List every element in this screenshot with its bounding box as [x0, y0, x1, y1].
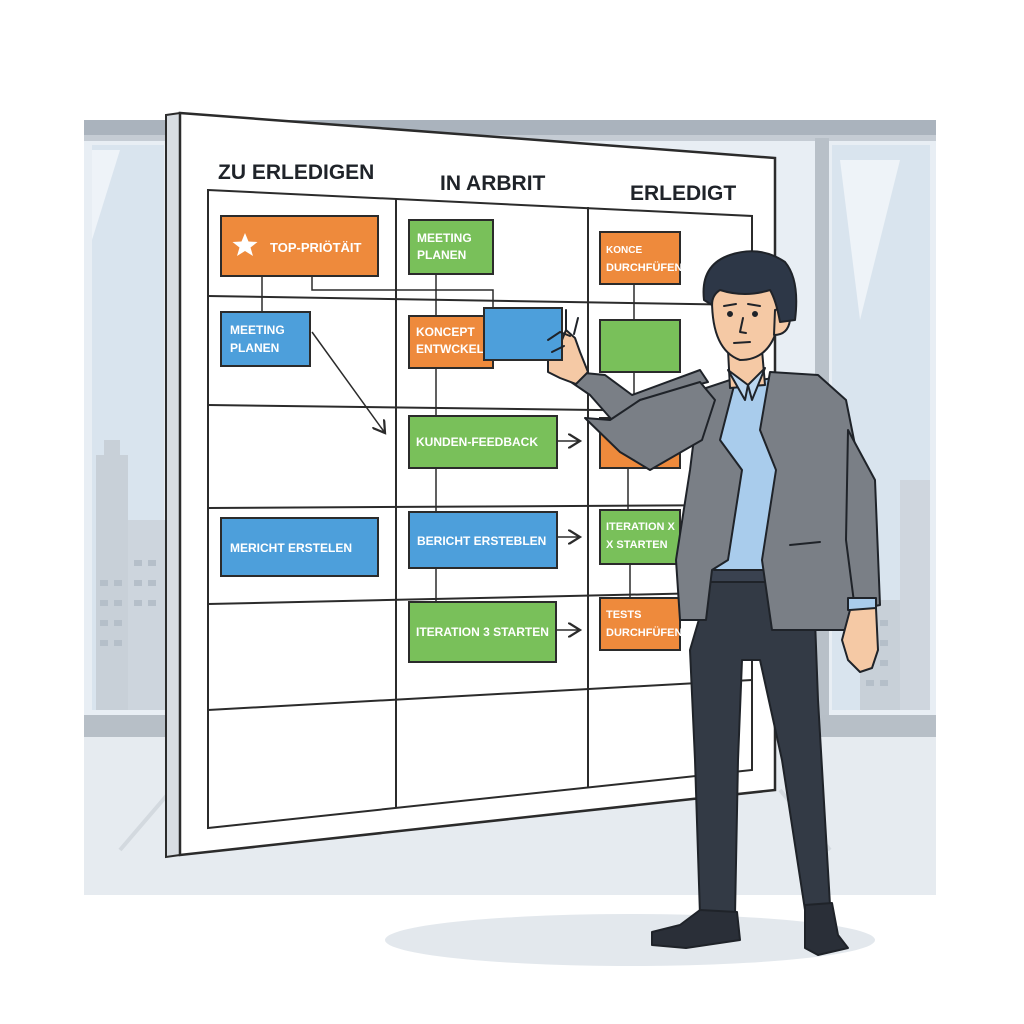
card-label: BERICHT ERSTEBLEN	[417, 534, 546, 548]
card-label-line2: ENTWCKELN	[416, 342, 493, 356]
column-title-done: ERLEDIGT	[630, 182, 736, 205]
card-label: TOP-PRIÖTÄIT	[270, 240, 362, 255]
card-label-line2: PLANEN	[230, 341, 279, 355]
card-meeting-planen-todo[interactable]: MEETING PLANEN	[220, 311, 311, 367]
card-label-line1: KONCEPT	[416, 325, 475, 339]
card-iteration-x-starten[interactable]: ITERATION X X STARTEN	[599, 509, 681, 565]
card-bericht-erstellen[interactable]: BERICHT ERSTEBLEN	[408, 511, 558, 569]
card-label-line1: MEETING	[230, 323, 285, 337]
card-done-blank-green[interactable]	[599, 319, 681, 373]
card-held-blue[interactable]	[483, 307, 563, 361]
hand-fingers	[547, 330, 571, 353]
board-grid	[207, 188, 753, 830]
card-label-line2: DURCHFÜFEN	[606, 261, 682, 274]
card-label: MERICHT ERSTELEN	[230, 541, 352, 555]
card-label-line2: PLANEN	[417, 248, 466, 262]
card-meeting-planen-progress[interactable]: MEETING PLANEN	[408, 219, 494, 275]
card-label-line1: MEETING	[417, 231, 472, 245]
card-label: KUNDEN-FEEDBACK	[416, 435, 538, 449]
card-label-line1: TESTS	[606, 609, 641, 621]
card-tests-durchfuehren[interactable]: TESTS DURCHFÜFEN	[599, 597, 682, 651]
card-konce-durchfuehren[interactable]: KONCE DURCHFÜFEN	[599, 231, 682, 285]
column-title-in-progress: IN ARBRIT	[440, 172, 546, 195]
card-kunden-feedback[interactable]: KUNDEN-FEEDBACK	[408, 415, 558, 469]
card-mericht-erstelen[interactable]: MERICHT ERSTELEN	[220, 517, 379, 577]
connector-lines	[261, 274, 635, 630]
star-icon	[232, 233, 258, 256]
card-iteration-starten[interactable]: ITERATION 3 STARTEN	[408, 601, 557, 663]
card-label-line1: ITERATION X	[606, 521, 676, 533]
card-label-line2: DURCHFÜFEN	[606, 626, 682, 639]
presenter-person	[547, 250, 881, 956]
column-title-todo: ZU ERLEDIGEN	[218, 161, 374, 184]
card-label-line1: KONCE	[606, 245, 642, 256]
card-label-line2: X STARTEN	[606, 539, 668, 551]
card-top-priority[interactable]: TOP-PRIÖTÄIT	[220, 215, 379, 277]
card-label: ITERATION 3 STARTEN	[416, 625, 549, 639]
card-konzept-entwickeln[interactable]: KONCEPT ENTWCKELN	[408, 315, 494, 369]
